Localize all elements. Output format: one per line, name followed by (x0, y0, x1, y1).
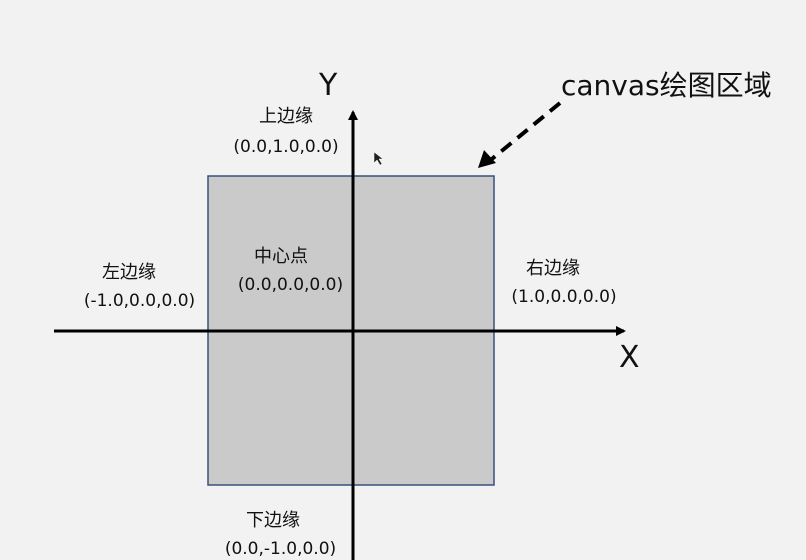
right-edge-label: 右边缘 (1.0,0.0,0.0) (504, 258, 624, 308)
bottom-edge-coord: (0.0,-1.0,0.0) (224, 539, 337, 559)
canvas-callout-label: canvas绘图区域 (561, 69, 772, 102)
top-edge-label: 上边缘 (0.0,1.0,0.0) (226, 106, 346, 158)
cursor-icon (373, 151, 384, 166)
top-edge-name: 上边缘 (259, 106, 313, 127)
center-point-name: 中心点 (254, 246, 308, 267)
bottom-edge-label: 下边缘 (0.0,-1.0,0.0) (218, 510, 343, 560)
x-axis-label: X (619, 340, 640, 375)
left-edge-coord: (-1.0,0.0,0.0) (83, 291, 196, 311)
callout-arrow (485, 101, 562, 165)
callout-arrowhead (478, 150, 496, 168)
left-edge-label: 左边缘 (-1.0,0.0,0.0) (72, 262, 207, 312)
center-point-label: 中心点 (0.0,0.0,0.0) (228, 246, 353, 296)
bottom-edge-name: 下边缘 (246, 510, 300, 531)
right-edge-name: 右边缘 (526, 258, 580, 279)
y-axis-label: Y (319, 68, 338, 103)
top-edge-coord: (0.0,1.0,0.0) (233, 137, 339, 157)
center-point-coord: (0.0,0.0,0.0) (237, 275, 344, 295)
right-edge-coord: (1.0,0.0,0.0) (511, 287, 617, 307)
left-edge-name: 左边缘 (102, 262, 156, 283)
